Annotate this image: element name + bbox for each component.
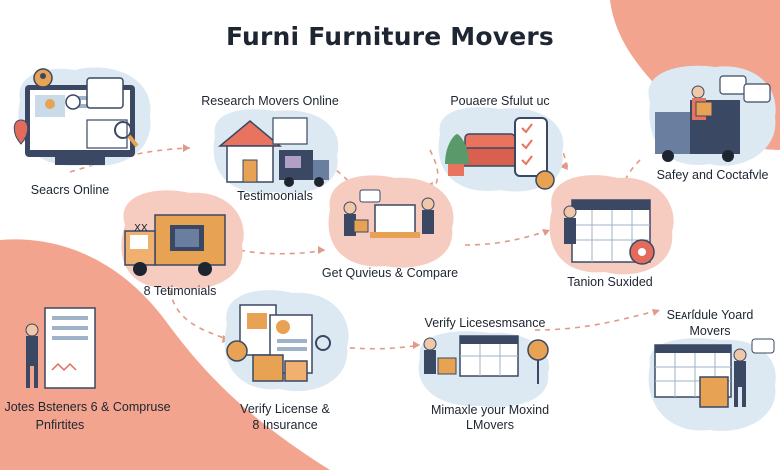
label-verify-license: Verify License & — [240, 402, 330, 416]
workers-table-icon — [328, 175, 454, 268]
label-verify-licenses-insurance: Verify Licesesmsance — [424, 316, 546, 330]
label-search-online: Seacrs Online — [30, 183, 110, 197]
calendar-mover-icon — [648, 338, 776, 431]
label-maximize-moving: Mimaxle your Moxind — [430, 403, 550, 417]
label-tanion-suxided: Tanion Suxided — [567, 275, 653, 289]
house-truck-icon — [213, 109, 339, 194]
label-compare-priorities-2: Pnfirtites — [35, 418, 85, 432]
computer-search-icon — [13, 67, 151, 166]
label-compare-priorities-1: Jotes Bsteners 6 & Compruse — [4, 400, 171, 414]
label-schedule-movers-2: Movers — [689, 324, 731, 338]
label-movers: LMovers — [466, 418, 514, 432]
phone-sofa-icon — [438, 107, 564, 192]
page-title: Furni Furniture Movers — [225, 22, 554, 51]
peach-bottom-left-shape — [0, 239, 330, 470]
calendar-dolly-icon — [418, 331, 550, 408]
label-phone-sofa: Pouaere Sfulut uc — [450, 94, 550, 108]
label-8-testimonials: 8 Tetimonials — [143, 284, 217, 298]
svg-text:XX: XX — [134, 223, 148, 234]
license-boxes-icon — [224, 290, 349, 392]
calendar-gear-icon — [549, 175, 674, 275]
label-schedule-movers-1: Sᴇᴀrſdule Yoard — [666, 308, 754, 322]
worker-truck-icon — [648, 65, 776, 166]
label-research-movers: Research Movers Online — [201, 94, 339, 108]
label-safety-comfortable: Safey and Coctafvle — [656, 168, 769, 182]
label-insurance: 8 Insurance — [252, 418, 318, 432]
label-testimonials: Testimoonials — [237, 189, 313, 203]
label-get-quotes: Get Quvieus & Compare — [321, 266, 459, 280]
delivery-truck-icon: XX — [121, 190, 244, 290]
document-person-icon — [25, 307, 96, 389]
